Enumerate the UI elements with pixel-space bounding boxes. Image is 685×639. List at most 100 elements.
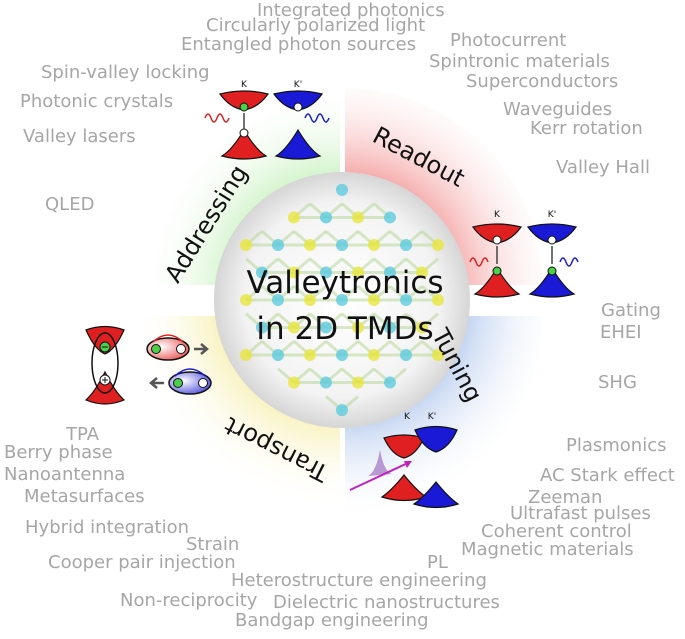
transport-inset: [84, 325, 212, 405]
lattice-atom: [368, 238, 380, 251]
lattice-atom: [320, 321, 332, 334]
lattice-atom: [400, 294, 412, 306]
tmd-lattice: [240, 183, 444, 417]
red-exciton: [146, 337, 190, 361]
keyword-valley-hall: Valley Hall: [556, 157, 650, 178]
lattice-atom: [304, 238, 316, 251]
upper-cone: [85, 325, 125, 355]
kp-valence-cone: [528, 266, 576, 298]
hole-symbol: [176, 344, 186, 354]
keyword-spintronic-materials: Spintronic materials: [429, 51, 610, 72]
lattice-atom: [432, 238, 444, 251]
valley-label-k-prime: K': [548, 210, 556, 220]
pulse-envelope: [368, 450, 392, 476]
lattice-atom: [352, 266, 364, 279]
keyword-strain: Strain: [186, 534, 240, 555]
lattice-atom: [336, 294, 348, 306]
lattice-atom: [432, 294, 444, 306]
lattice-atom: [384, 321, 396, 334]
lattice-atom: [240, 294, 252, 306]
readout-inset: K K': [469, 210, 579, 298]
keyword-valley-lasers: Valley lasers: [23, 126, 136, 147]
lattice-atom: [320, 266, 332, 279]
valley-label-k: K: [494, 210, 501, 220]
keyword-superconductors: Superconductors: [466, 71, 619, 92]
keyword-magnetic-materials: Magnetic materials: [461, 539, 634, 560]
keyword-coherent-control: Coherent control: [481, 521, 632, 542]
red-orbit: [152, 334, 184, 343]
lattice-atom: [336, 404, 348, 417]
hole-dot: [547, 235, 557, 245]
keyword-nanoantenna: Nanoantenna: [4, 464, 126, 485]
emitted-light-icon: [469, 257, 489, 267]
lattice-atom: [352, 321, 364, 334]
center-title-line2: in 2D TMDs: [256, 311, 433, 347]
keyword-cooper-pair-injection: Cooper pair injection: [48, 552, 236, 573]
lattice-atom: [352, 376, 364, 389]
lattice-atom: [272, 294, 284, 306]
kp-valence-cone: [274, 128, 322, 160]
k-valence-cone: [220, 128, 268, 160]
lattice-atom: [384, 211, 396, 224]
lattice-atom: [240, 349, 252, 362]
keyword-gating: Gating: [601, 300, 661, 321]
center-title-line1: Valleytronics: [246, 265, 443, 301]
keyword-plasmonics: Plasmonics: [566, 435, 667, 456]
electron-dot: [239, 102, 249, 112]
lattice-atom: [416, 321, 428, 334]
lattice-atom: [384, 376, 396, 389]
lattice-atom: [256, 266, 268, 279]
tuning-inset: K K': [349, 412, 460, 509]
blue-orbit: [174, 368, 206, 377]
exciton-ellipse: [91, 332, 119, 394]
kp-valence-cone: [412, 481, 460, 509]
keyword-photonic-crystals: Photonic crystals: [20, 91, 174, 112]
lattice-atom: [368, 294, 380, 306]
lattice-atom: [288, 211, 300, 224]
lattice-atom: [384, 266, 396, 279]
lattice-atom: [288, 266, 300, 279]
keyword-heterostructure-engineering: Heterostructure engineering: [231, 570, 487, 591]
electron-dot: [492, 266, 502, 276]
lattice-atom: [288, 321, 300, 334]
keyword-hybrid-integration: Hybrid integration: [25, 517, 190, 538]
keyword-waveguides: Waveguides: [503, 99, 613, 120]
keyword-entangled-photon-sources: Entangled photon sources: [181, 34, 417, 55]
k-conduction-cone: [471, 223, 523, 244]
lattice-atom: [336, 349, 348, 362]
keyword-bandgap-engineering: Bandgap engineering: [235, 610, 429, 631]
hole-dot: [293, 102, 303, 112]
right-circular-light-icon: [304, 113, 330, 123]
keyword-ehei: EHEI: [600, 322, 642, 343]
left-circular-light-icon: [204, 113, 230, 123]
lattice-atom: [304, 294, 316, 306]
hole-dot: [239, 128, 249, 138]
lattice-atom: [320, 376, 332, 389]
electron-symbol: [173, 378, 183, 388]
addressing-inset: K K': [204, 80, 330, 160]
kp-conduction-cone: [414, 425, 458, 453]
keyword-ac-stark-effect: AC Stark effect: [540, 465, 675, 486]
valley-label-k: K: [241, 80, 248, 90]
blue-exciton: [168, 371, 212, 395]
keyword-berry-phase: Berry phase: [4, 442, 113, 463]
keyword-circularly-polarized-light: Circularly polarized light: [206, 15, 426, 36]
keyword-pl: PL: [427, 552, 448, 573]
k-valence-cone: [473, 266, 521, 298]
lattice-atom: [400, 238, 412, 251]
keyword-dielectric-nanostructures: Dielectric nanostructures: [273, 592, 500, 613]
lattice-atom: [368, 349, 380, 362]
k-valence-cone: [380, 474, 428, 502]
keyword-shg: SHG: [598, 372, 637, 393]
lattice-atom: [240, 238, 252, 251]
keyword-metasurfaces: Metasurfaces: [24, 486, 145, 507]
keyword-tpa: TPA: [66, 424, 100, 445]
lattice-atom: [256, 321, 268, 334]
lattice-atom: [304, 349, 316, 362]
valley-label-k: K: [404, 412, 411, 422]
lattice-atom: [336, 183, 348, 196]
arrow-head: [404, 461, 412, 468]
valley-label-k-prime: K': [428, 412, 436, 422]
lattice-atom: [272, 238, 284, 251]
